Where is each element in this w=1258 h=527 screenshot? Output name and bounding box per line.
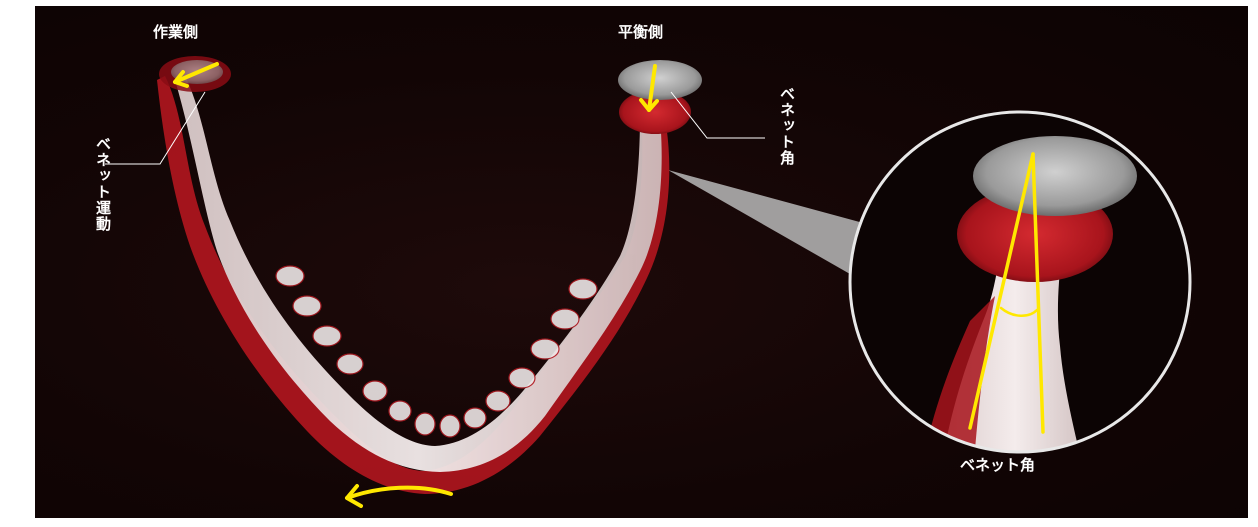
working-side-label: 作業側 <box>153 25 198 40</box>
callout-wedge <box>668 170 867 274</box>
jaw-illustration-panel: 作業側 平衡側 ベネット運動 ベネット角 ベネット角 <box>35 6 1248 518</box>
bennett-angle-vertical-label: ベネット角 <box>779 86 794 166</box>
bennett-movement-label: ベネット運動 <box>95 136 110 232</box>
balancing-condyle <box>618 60 702 134</box>
bennett-angle-inset-label: ベネット角 <box>960 458 1035 473</box>
balancing-side-label: 平衡側 <box>618 25 663 40</box>
arrow-icon <box>347 486 451 506</box>
mandible-diagram <box>35 6 1248 518</box>
mandible-bone <box>175 76 662 472</box>
